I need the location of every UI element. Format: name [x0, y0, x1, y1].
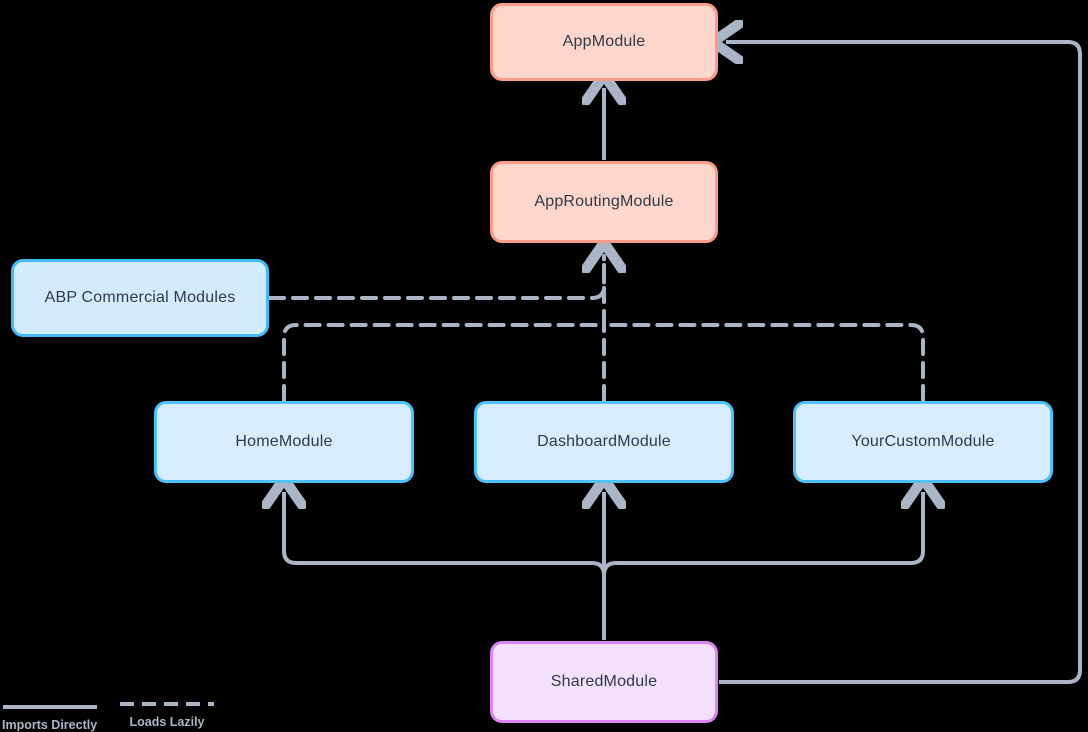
edge-shared-to-home: [284, 492, 606, 640]
legend-dashed-line-icon: [120, 702, 214, 706]
node-app-module-label: AppModule: [562, 33, 646, 50]
node-your-custom-module-label: YourCustomModule: [851, 433, 995, 450]
legend-solid-line-icon: [2, 705, 97, 709]
edge-custom-to-lazy-bus: [602, 323, 925, 402]
edge-abp-to-approuting: [268, 256, 604, 300]
edge-home-to-lazy-bus: [282, 323, 606, 402]
node-dashboard-module[interactable]: DashboardModule: [474, 401, 734, 483]
node-your-custom-module[interactable]: YourCustomModule: [793, 401, 1053, 483]
node-app-routing-module-label: AppRoutingModule: [534, 193, 674, 210]
node-abp-commercial-modules[interactable]: ABP Commercial Modules: [11, 259, 269, 337]
node-home-module-label: HomeModule: [235, 433, 333, 450]
node-app-module[interactable]: AppModule: [490, 3, 718, 81]
legend-imports-directly: Imports Directly: [2, 705, 97, 732]
node-dashboard-module-label: DashboardModule: [537, 433, 671, 450]
node-shared-module-label: SharedModule: [550, 673, 658, 690]
legend-loads-lazily-label: Loads Lazily: [129, 715, 205, 729]
node-home-module[interactable]: HomeModule: [154, 401, 414, 483]
node-abp-commercial-modules-label: ABP Commercial Modules: [44, 289, 236, 306]
legend-loads-lazily: Loads Lazily: [120, 702, 214, 729]
edge-shared-to-custom: [602, 492, 923, 640]
legend-imports-directly-label: Imports Directly: [2, 718, 98, 732]
edge-shared-to-app: [719, 42, 1082, 684]
node-app-routing-module[interactable]: AppRoutingModule: [490, 161, 718, 243]
node-shared-module[interactable]: SharedModule: [490, 641, 718, 723]
